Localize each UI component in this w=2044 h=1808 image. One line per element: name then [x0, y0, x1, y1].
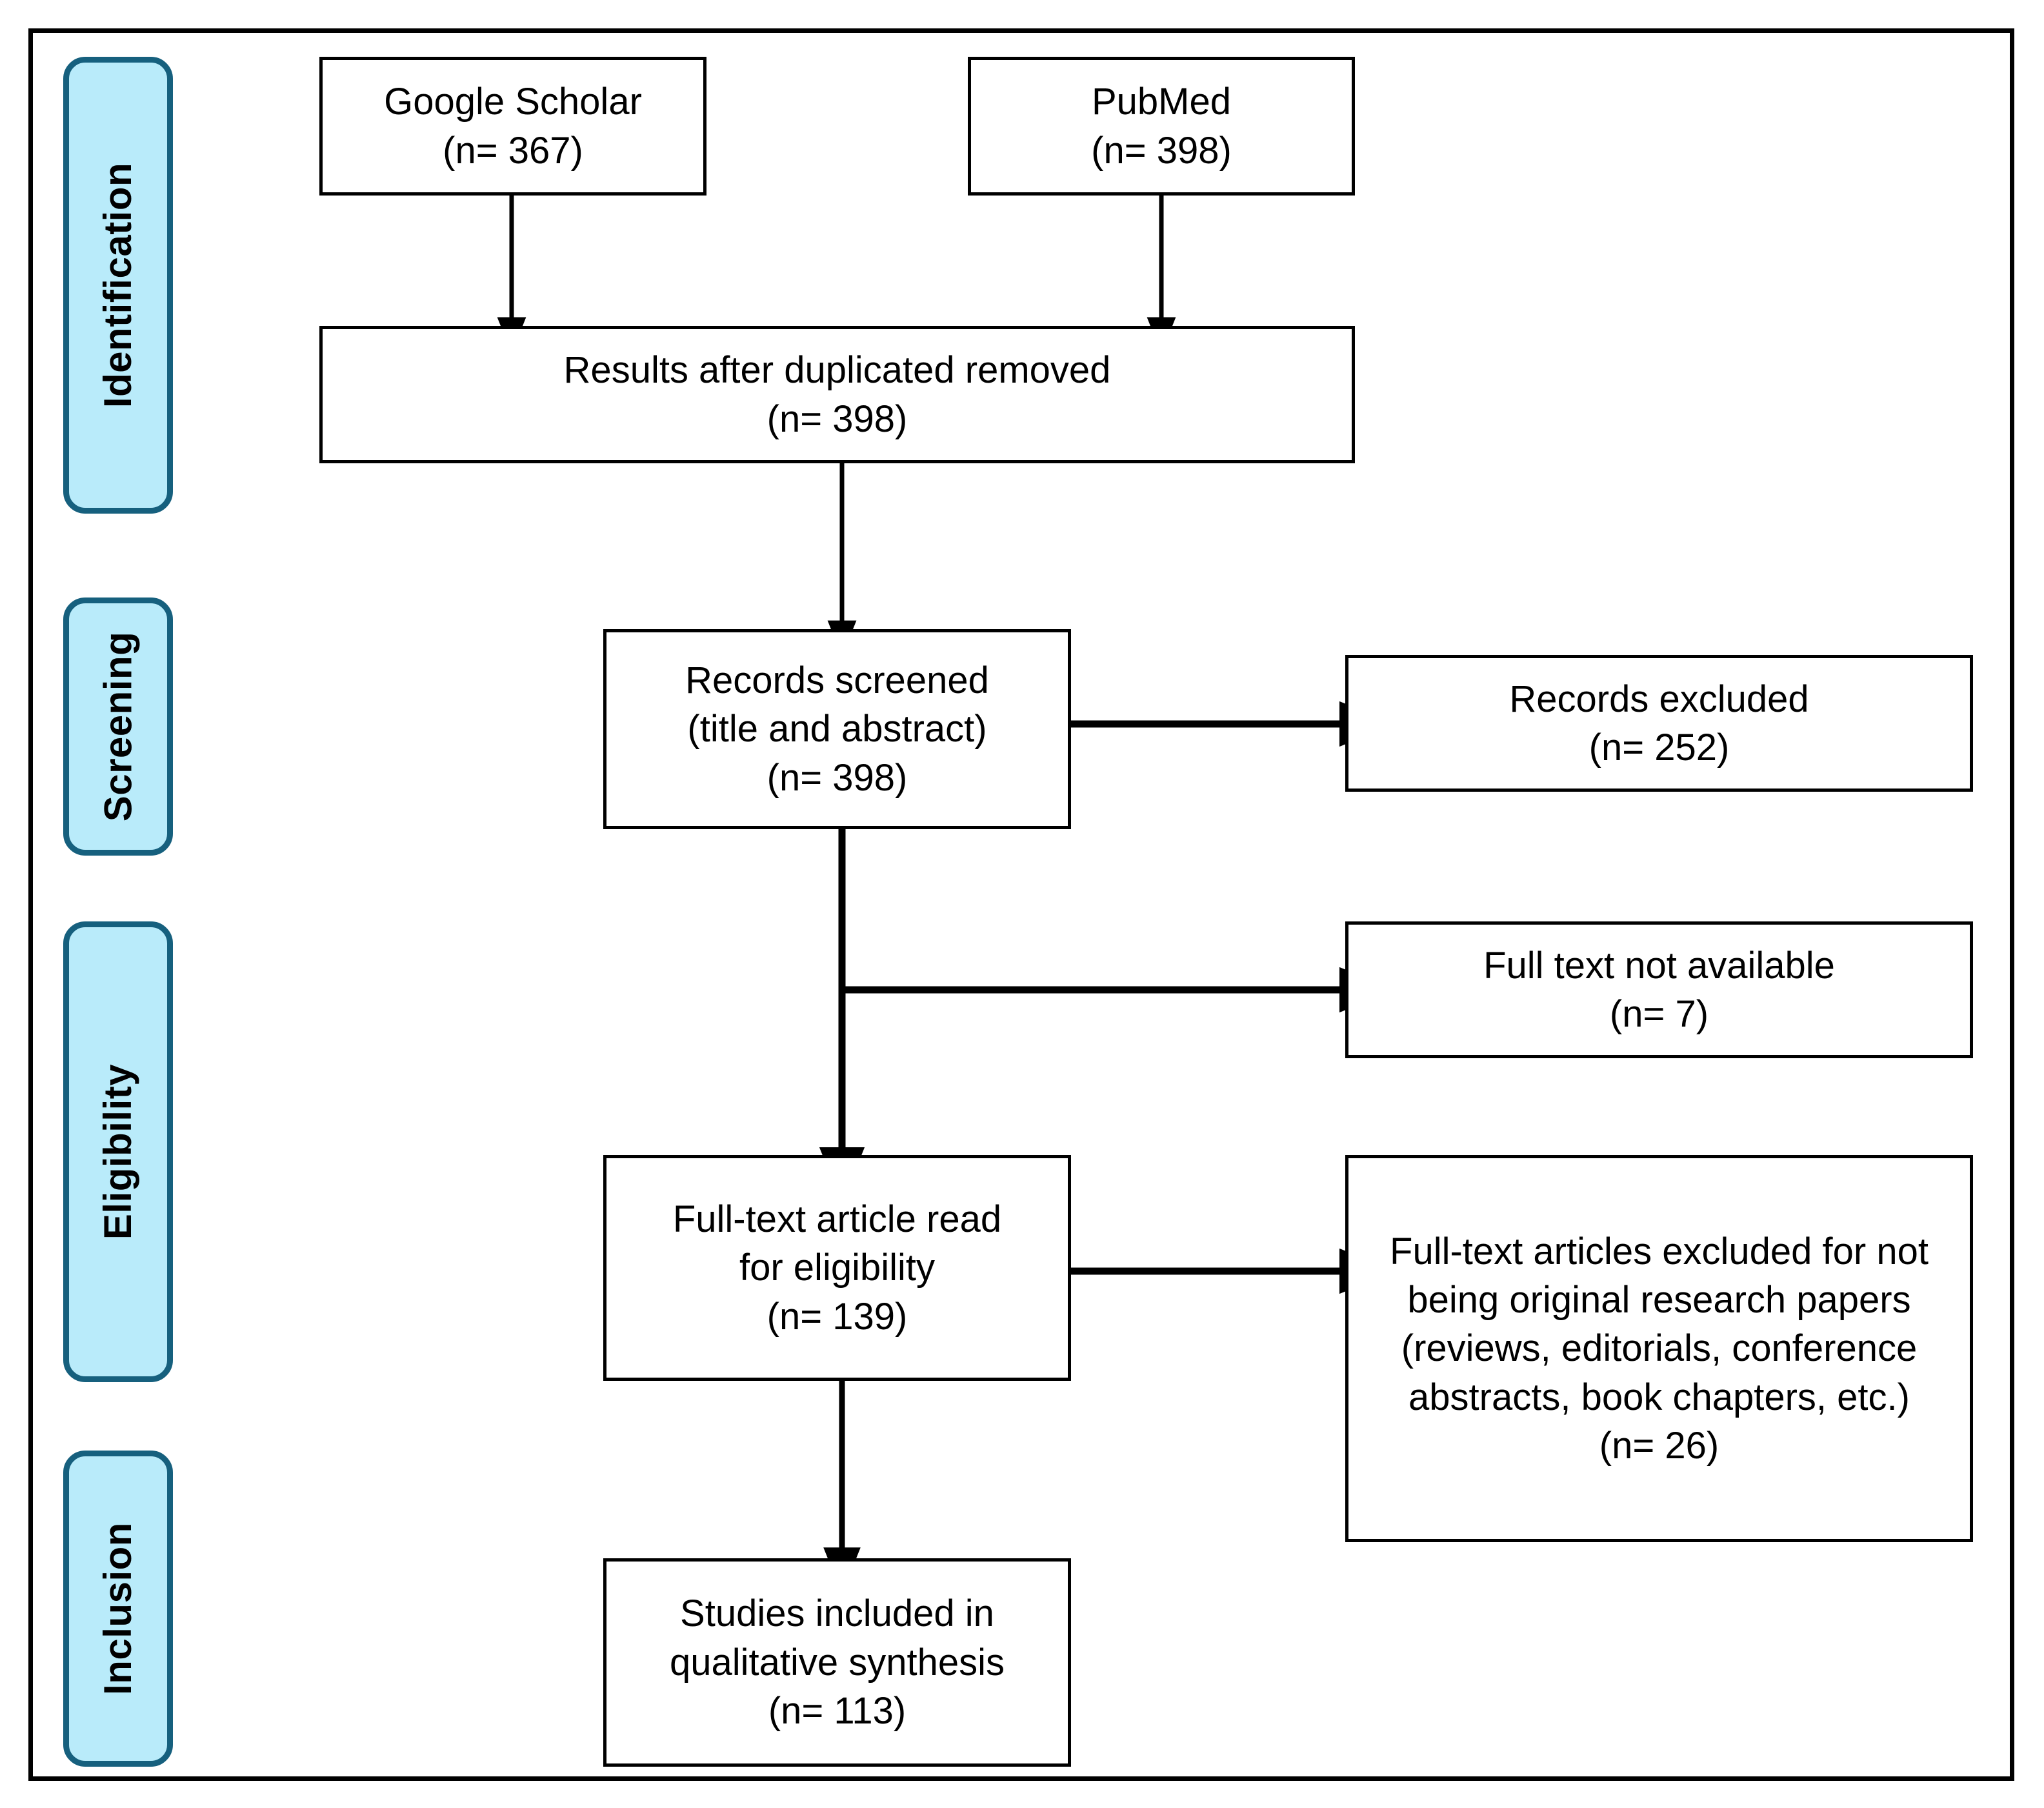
stage-identification-label: Identification	[96, 162, 139, 408]
node-full-text-excluded-line1: Full-text articles excluded for not bein…	[1390, 1230, 1929, 1418]
stage-eligibility-label: Eligibility	[96, 1063, 140, 1240]
node-records-screened: Records screened (title and abstract) (n…	[603, 629, 1071, 829]
node-records-screened-line2: (title and abstract)	[687, 708, 987, 750]
stage-screening-label: Screening	[96, 631, 140, 822]
stage-screening: Screening	[63, 598, 173, 856]
node-google-scholar-line1: Google Scholar	[384, 81, 642, 123]
node-duplicates-removed: Results after duplicated removed (n= 398…	[319, 326, 1355, 463]
node-full-text-read-line1: Full-text article read	[672, 1198, 1002, 1240]
node-pubmed-line2: (n= 398)	[1091, 129, 1232, 172]
stage-inclusion-label: Inclusion	[96, 1522, 140, 1695]
node-studies-included-line1: Studies included in	[680, 1592, 994, 1635]
node-google-scholar: Google Scholar (n= 367)	[319, 57, 706, 196]
node-full-text-excluded-line2: (n= 26)	[1599, 1425, 1719, 1467]
node-duplicates-removed-line1: Results after duplicated removed	[563, 349, 1111, 392]
node-full-text-excluded: Full-text articles excluded for not bein…	[1345, 1155, 1973, 1542]
node-full-text-read-line2: for eligibility	[739, 1247, 935, 1289]
node-records-excluded-line2: (n= 252)	[1588, 727, 1730, 768]
node-google-scholar-line2: (n= 367)	[443, 129, 583, 172]
diagram-frame	[28, 28, 2014, 1781]
node-full-text-read: Full-text article read for eligibility (…	[603, 1155, 1071, 1381]
node-full-text-read-line3: (n= 139)	[766, 1295, 908, 1338]
node-records-screened-line3: (n= 398)	[766, 756, 908, 799]
node-full-text-not-available-line2: (n= 7)	[1609, 993, 1709, 1035]
node-records-screened-line1: Records screened	[685, 659, 989, 701]
stage-inclusion: Inclusion	[63, 1451, 173, 1767]
node-full-text-not-available-line1: Full text not available	[1483, 944, 1835, 987]
node-pubmed: PubMed (n= 398)	[968, 57, 1355, 196]
node-studies-included: Studies included in qualitative synthesi…	[603, 1558, 1071, 1767]
node-records-excluded-line1: Records excluded	[1509, 678, 1809, 720]
node-records-excluded: Records excluded (n= 252)	[1345, 655, 1973, 792]
stage-identification: Identification	[63, 57, 173, 514]
node-studies-included-line2: qualitative synthesis	[669, 1641, 1005, 1683]
node-full-text-not-available: Full text not available (n= 7)	[1345, 921, 1973, 1058]
stage-eligibility: Eligibility	[63, 921, 173, 1382]
node-studies-included-line3: (n= 113)	[768, 1690, 907, 1733]
node-duplicates-removed-line2: (n= 398)	[766, 397, 908, 440]
node-pubmed-line1: PubMed	[1091, 81, 1232, 123]
